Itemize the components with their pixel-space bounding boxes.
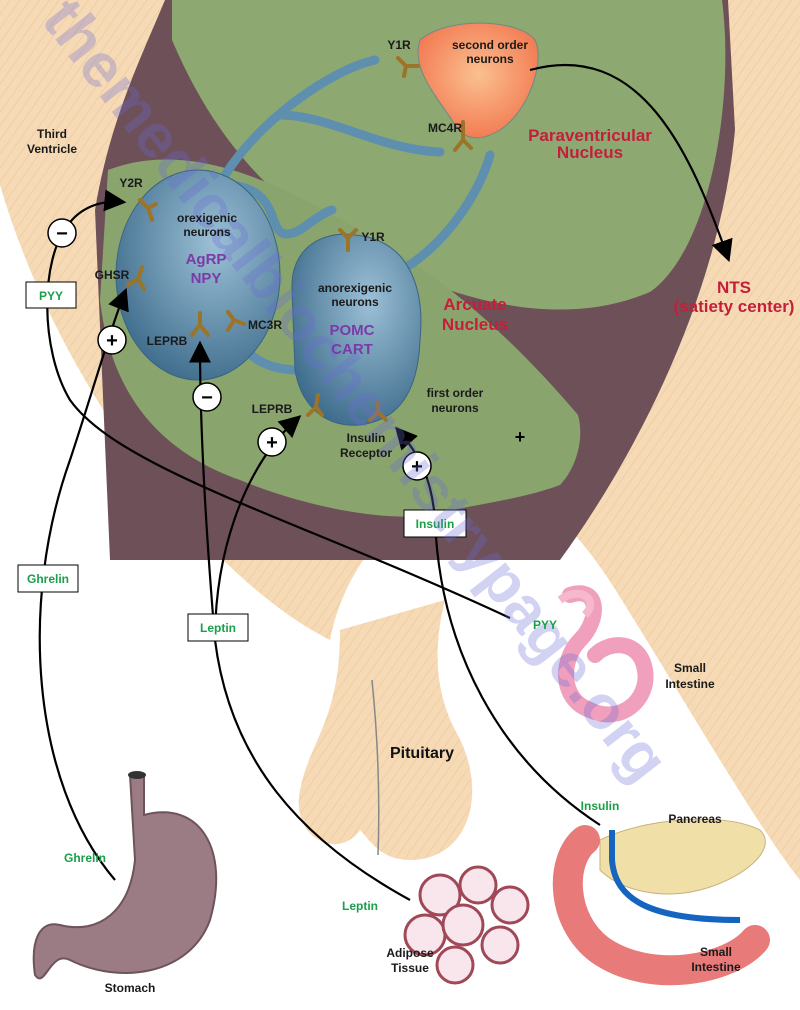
insulin-receptor-label: Receptor <box>340 446 392 460</box>
leprb-anorexigenic-receptor-icon <box>306 393 324 417</box>
mc3r-label: MC3R <box>248 318 282 332</box>
nts-label: NTS <box>717 278 751 297</box>
paraventricular-label: Paraventricular <box>528 126 652 145</box>
hormone-boxes: PYY Ghrelin Leptin Insulin <box>17 281 467 642</box>
mc4r-receptor-icon <box>453 120 473 152</box>
nts-subtitle: (satiety center) <box>674 297 795 316</box>
leptin-source-label: Leptin <box>342 899 378 913</box>
paraventricular-region <box>172 0 726 310</box>
pancreas-illustration <box>552 818 770 986</box>
y1r-pvn-receptor-icon <box>396 56 420 78</box>
insulin-box-label: Insulin <box>416 517 455 531</box>
white-background <box>0 185 800 1010</box>
arcuate-label: Arcuate <box>443 295 506 314</box>
small-intestine-illustration <box>557 585 654 723</box>
pancreas-label: Pancreas <box>668 812 722 826</box>
receptor-icons <box>126 56 473 422</box>
leprb-label: LEPRB <box>252 402 293 416</box>
axon <box>225 180 337 239</box>
insulin-receptor-icon <box>368 400 388 422</box>
ghsr-receptor-icon <box>126 265 146 291</box>
small-intestine-label: Intestine <box>665 677 715 691</box>
ghrelin-source-label: Ghrelin <box>64 851 106 865</box>
stomach <box>32 771 218 980</box>
cart-label: CART <box>331 341 373 358</box>
leprb-label: LEPRB <box>147 334 188 348</box>
orexigenic-label: neurons <box>183 225 231 239</box>
first-order-label: neurons <box>431 401 479 415</box>
leprb-receptor-icon <box>190 311 210 337</box>
third-ventricle-label: Third <box>37 127 67 141</box>
y1r-arcuate-receptor-icon <box>338 228 358 252</box>
axon <box>220 55 380 180</box>
plus-marker: + <box>515 427 526 447</box>
insulin-stimulate-sign: + <box>411 456 423 478</box>
agrp-label: AgRP <box>186 251 227 268</box>
npy-label: NPY <box>191 270 222 287</box>
leptin-inhibit-sign: − <box>201 387 213 409</box>
leptin-stimulate-sign: + <box>266 432 278 454</box>
pyy-inhibit-sign: − <box>56 223 68 245</box>
insulin-source-label: Insulin <box>581 799 620 813</box>
adipose-label: Adipose <box>386 946 434 960</box>
first-order-label: first order <box>427 386 484 400</box>
pyy-arrow <box>46 189 511 619</box>
pyy-box-label: PYY <box>39 289 63 303</box>
pituitary-divider <box>371 679 380 856</box>
small-intestine-label: Small <box>700 945 732 959</box>
arcuate-label: Nucleus <box>442 315 508 334</box>
axon <box>400 150 495 273</box>
adipose-tissue-illustration <box>403 865 530 985</box>
paraventricular-label: Nucleus <box>557 143 623 162</box>
orexigenic-label: orexigenic <box>177 211 237 225</box>
pomc-label: POMC <box>330 322 375 339</box>
adipose-label: Tissue <box>391 961 429 975</box>
second-order-label: neurons <box>466 52 514 66</box>
anorexigenic-label: anorexigenic <box>318 281 392 295</box>
pyy-source-label: PYY <box>533 618 557 632</box>
second-order-label: second order <box>452 38 528 52</box>
pvn-to-nts-arrow <box>529 63 733 263</box>
small-intestine-label: Intestine <box>691 960 741 974</box>
leptin-box-label: Leptin <box>200 621 236 635</box>
orexigenic-neuron <box>115 169 281 381</box>
ghrelin-box-label: Ghrelin <box>27 572 69 586</box>
axon <box>275 110 445 157</box>
pituitary-gland <box>298 600 473 860</box>
y1r-label: Y1R <box>387 38 411 52</box>
second-order-neuron <box>417 22 539 139</box>
mc4r-label: MC4R <box>428 121 462 135</box>
anorexigenic-neuron <box>291 233 422 426</box>
y2r-receptor-icon <box>138 198 158 222</box>
stomach-label: Stomach <box>105 981 156 995</box>
sign-circles: − + − + + + <box>47 218 526 481</box>
anorexigenic-label: neurons <box>331 295 379 309</box>
y2r-label: Y2R <box>119 176 143 190</box>
mc3r-receptor-icon <box>226 310 246 332</box>
small-intestine-label: Small <box>674 661 706 675</box>
ghrelin-stimulate-sign: + <box>106 330 118 352</box>
ghsr-label: GHSR <box>95 268 130 282</box>
y1r-label: Y1R <box>361 230 385 244</box>
pituitary-label: Pituitary <box>390 745 454 762</box>
insulin-receptor-label: Insulin <box>347 431 386 445</box>
third-ventricle-label: Ventricle <box>27 142 77 156</box>
